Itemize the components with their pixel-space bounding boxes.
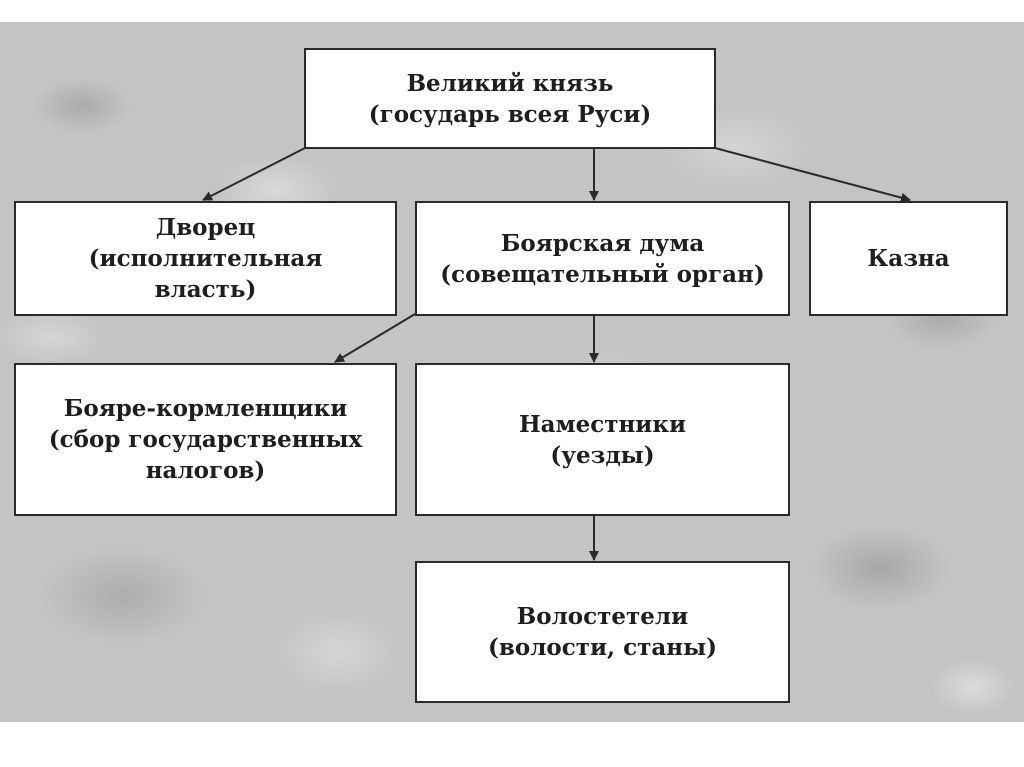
node-namestniki: Наместники (уезды) [415, 363, 790, 516]
node-boyar-kormlenshchiki: Бояре-кормленщики (сбор государственных … [14, 363, 397, 516]
node-boyar-duma-title: Боярская дума [500, 229, 705, 257]
node-grand-prince: Великий князь (государь всея Руси) [304, 48, 716, 149]
node-palace-subtitle-1: (исполнительная [88, 245, 323, 272]
node-treasury: Казна [809, 201, 1008, 316]
node-boyar-kormlenshchiki-subtitle-2: налогов) [145, 457, 266, 484]
node-namestniki-title: Наместники [518, 410, 687, 438]
arrow-grand-prince-to-palace [202, 147, 306, 201]
node-boyar-kormlenshchiki-subtitle-1: (сбор государственных [48, 426, 363, 453]
node-volosteli: Волостетели (волости, станы) [415, 561, 790, 703]
node-palace-title: Дворец [155, 214, 256, 241]
node-palace-subtitle-2: власть) [154, 276, 257, 303]
node-volosteli-title: Волостетели [516, 603, 689, 630]
connector-layer [202, 147, 911, 561]
node-grand-prince-subtitle: (государь всея Руси) [368, 100, 652, 128]
node-treasury-title: Казна [867, 245, 950, 272]
node-grand-prince-title: Великий князь [406, 69, 614, 97]
arrow-boyar-duma-to-kormlenshchiki [334, 313, 416, 363]
node-boyar-duma: Боярская дума (совещательный орган) [415, 201, 790, 316]
hierarchy-diagram: Великий князь (государь всея Руси) Дворе… [0, 22, 1024, 722]
node-namestniki-subtitle: (уезды) [550, 441, 655, 469]
arrow-grand-prince-to-treasury [714, 147, 911, 203]
node-boyar-kormlenshchiki-title: Бояре-кормленщики [63, 395, 348, 422]
node-boyar-duma-subtitle: (совещательный орган) [440, 260, 765, 288]
node-volosteli-subtitle: (волости, станы) [487, 634, 718, 661]
node-palace: Дворец (исполнительная власть) [14, 201, 397, 316]
